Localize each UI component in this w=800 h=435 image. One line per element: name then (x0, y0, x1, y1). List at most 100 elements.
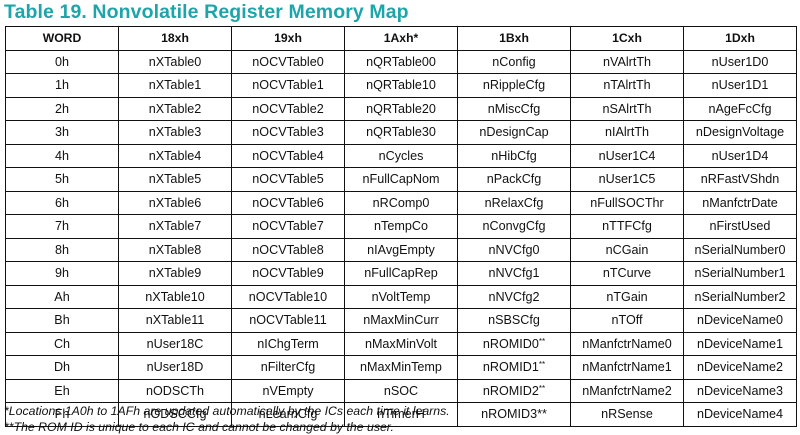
cell-text: nCGain (605, 242, 649, 257)
register-cell: nQRTable30 (344, 120, 458, 145)
cell-text: nROMID2 (482, 383, 539, 398)
cell-text: 0h (54, 54, 69, 69)
cell-text: nFullSOCThr (590, 195, 664, 210)
cell-text: nNVCfg0 (488, 242, 540, 257)
cell-text: nMaxMinCurr (363, 313, 439, 328)
cell-text: nDeviceName4 (696, 407, 784, 422)
register-cell: nXTable1 (118, 73, 232, 98)
word-cell: 2h (5, 96, 119, 121)
cell-text: nVEmpty (262, 383, 314, 398)
cell-text: nROMID1 (482, 360, 539, 375)
register-cell: nManfctrName1 (570, 355, 684, 380)
cell-text: nUser1D1 (711, 78, 769, 93)
cell-text: nTempCo (374, 219, 428, 234)
word-cell: 7h (5, 214, 119, 239)
cell-text: nXTable9 (148, 266, 202, 281)
cell-text: nFirstUsed (709, 219, 771, 234)
register-cell: nManfctrDate (683, 190, 797, 215)
register-cell: nROMID2** (457, 378, 571, 403)
cell-text: nSAlrtTh (602, 101, 652, 116)
cell-text: 7h (54, 219, 69, 234)
register-cell: nOCVTable8 (231, 237, 345, 262)
cell-text: nOCVTable2 (252, 101, 324, 116)
register-cell: nXTable6 (118, 190, 232, 215)
register-cell: nRippleCfg (457, 73, 571, 98)
register-cell: nOCVTable9 (231, 261, 345, 286)
register-cell: nSerialNumber1 (683, 261, 797, 286)
register-cell: nMaxMinCurr (344, 308, 458, 333)
column-header-19xh: 19xh (231, 26, 345, 51)
register-cell: nUser1D1 (683, 73, 797, 98)
cell-text: nManfctrDate (702, 195, 778, 210)
register-cell: nDeviceName4 (683, 402, 797, 427)
cell-text: nMiscCfg (487, 101, 541, 116)
cell-text: nXTable7 (148, 219, 202, 234)
cell-text: nCycles (378, 148, 424, 163)
word-cell: Dh (5, 355, 119, 380)
register-cell: nSerialNumber0 (683, 237, 797, 262)
cell-text: nQRTable00 (366, 54, 436, 69)
cell-text: nSOC (383, 383, 419, 398)
cell-text: nOCVTable10 (248, 289, 328, 304)
register-cell: nUser18D (118, 355, 232, 380)
register-cell: nMaxMinTemp (344, 355, 458, 380)
cell-text: nUser1D4 (711, 148, 769, 163)
register-cell: nXTable11 (118, 308, 232, 333)
register-cell: nQRTable20 (344, 96, 458, 121)
cell-text: nXTable10 (145, 289, 205, 304)
cell-text: nSerialNumber1 (694, 266, 786, 281)
cell-text: nRComp0 (372, 195, 430, 210)
cell-text: Eh (54, 383, 70, 398)
register-cell: nMiscCfg (457, 96, 571, 121)
word-cell: Ch (5, 331, 119, 356)
register-cell: nVAlrtTh (570, 49, 684, 74)
cell-text: Dh (53, 360, 71, 375)
cell-text: nOCVTable11 (249, 313, 327, 328)
register-cell: nROMID1** (457, 355, 571, 380)
cell-text: nXTable3 (148, 125, 202, 140)
cell-text: nNVCfg2 (488, 289, 540, 304)
cell-text: nQRTable30 (366, 125, 436, 140)
cell-text: nTimerH (377, 407, 425, 422)
register-cell: nUser18C (118, 331, 232, 356)
cell-text: nHibCfg (491, 148, 537, 163)
cell-text: nXTable5 (148, 172, 202, 187)
cell-text: Ch (53, 336, 71, 351)
cell-text: nRSense (601, 407, 653, 422)
register-cell: nTimerH (344, 402, 458, 427)
register-cell: nIAlrtTh (570, 120, 684, 145)
column-header-1dxh: 1Dxh (683, 26, 797, 51)
register-cell: nXTable2 (118, 96, 232, 121)
cell-text: nSerialNumber0 (694, 242, 786, 257)
cell-text: nNVCfg1 (488, 266, 540, 281)
cell-text: nDeviceName1 (696, 336, 784, 351)
cell-text: nUser1C5 (598, 172, 656, 187)
cell-text: nTTFCfg (602, 219, 652, 234)
cell-text: nSerialNumber2 (694, 289, 786, 304)
register-cell: nXTable0 (118, 49, 232, 74)
cell-text: nOCVTable4 (252, 148, 324, 163)
cell-text: nTAlrtTh (603, 78, 651, 93)
register-cell: nOCVTable10 (231, 284, 345, 309)
cell-text: nVoltTemp (371, 289, 431, 304)
cell-text: nXTable6 (148, 195, 202, 210)
register-cell: nXTable4 (118, 143, 232, 168)
register-cell: nManfctrName0 (570, 331, 684, 356)
register-cell: nCycles (344, 143, 458, 168)
register-cell: nDesignCap (457, 120, 571, 145)
register-cell: nSAlrtTh (570, 96, 684, 121)
cell-text: 9h (54, 266, 69, 281)
cell-text: nMaxMinVolt (364, 336, 438, 351)
cell-text: nROMID3** (481, 407, 547, 422)
footnote-marker: ** (538, 336, 546, 346)
cell-text: nManfctrName2 (582, 383, 672, 398)
register-cell: nTOff (570, 308, 684, 333)
register-cell: nDesignVoltage (683, 120, 797, 145)
cell-text: nIAvgEmpty (367, 242, 435, 257)
cell-text: nUser1C4 (598, 148, 656, 163)
